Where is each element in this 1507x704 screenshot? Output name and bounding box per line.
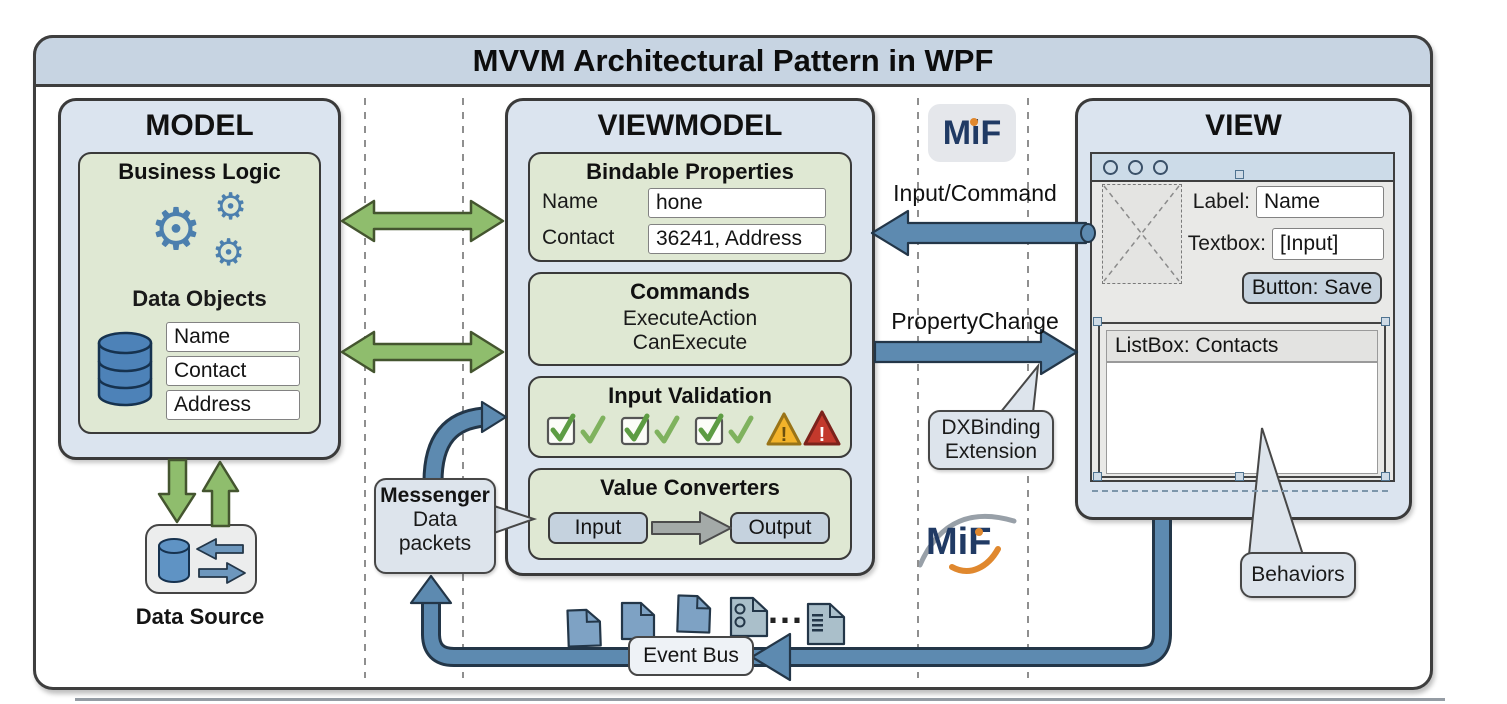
converter-input-button[interactable]: Input [548, 512, 648, 544]
document-with-circles-icon [729, 596, 769, 638]
data-source-label: Data Source [135, 604, 265, 629]
model-field-contact-text: Contact [174, 359, 247, 382]
gear-icon-small-top: ⚙ [214, 185, 248, 228]
selection-handle[interactable] [1235, 170, 1244, 179]
commands-title: Commands [630, 279, 750, 304]
save-button-label: Button: Save [1251, 276, 1373, 299]
document-icon [620, 601, 656, 641]
bindable-row1-value: hone [656, 191, 703, 214]
svg-text:!: ! [819, 424, 826, 446]
placeholder-x-icon [1103, 185, 1180, 282]
bindable-properties-title: Bindable Properties [586, 159, 794, 184]
document-icon [676, 594, 712, 634]
checkbox-check-icon [620, 413, 680, 446]
gear-icon-large: ⚙ [150, 195, 202, 263]
bindable-row2-value: 36241, Address [656, 227, 802, 250]
model-title: MODEL [145, 109, 254, 142]
view-textbox-value: [Input] [1280, 232, 1339, 255]
converter-input-label: Input [574, 516, 622, 539]
checkbox-check-icon [694, 413, 754, 446]
mif-logo-top: MiF [928, 104, 1016, 162]
data-objects-label: Data Objects [132, 286, 267, 311]
data-source-database-icon [158, 538, 190, 583]
model-field-address-text: Address [174, 393, 252, 416]
mif-logo-bottom: MiF [912, 503, 1024, 577]
view-title: VIEW [1205, 109, 1282, 142]
view-textbox-input[interactable]: [Input] [1272, 228, 1384, 260]
bindable-row1-label: Name [542, 190, 599, 213]
bindable-row2-label: Contact [542, 226, 615, 249]
messenger-title: Messenger [380, 484, 490, 507]
dxbinding-extension-callout: DXBinding Extension [928, 410, 1054, 470]
mif-logo-orange-dot [970, 118, 978, 126]
commands-line1: ExecuteAction [622, 307, 758, 330]
model-field-name-text: Name [174, 325, 231, 348]
document-icon [566, 608, 602, 648]
selection-handle[interactable] [1235, 472, 1244, 481]
listbox[interactable]: ListBox: Contacts [1098, 322, 1386, 478]
input-command-label: Input/Command [893, 180, 1057, 206]
listbox-header-text: ListBox: Contacts [1115, 334, 1279, 357]
mif-logo-top-text: MiF [942, 113, 1002, 152]
image-placeholder [1102, 184, 1182, 284]
behaviors-label: Behaviors [1251, 563, 1345, 586]
diagram-title: MVVM Architectural Pattern in WPF [472, 43, 994, 78]
diagram-header: MVVM Architectural Pattern in WPF [33, 35, 1433, 87]
selection-handle[interactable] [1093, 317, 1102, 326]
data-source-box [145, 524, 257, 594]
commands-box: Commands ExecuteAction CanExecute [528, 272, 852, 366]
window-circle-icon[interactable] [1103, 159, 1118, 175]
document-with-lines-icon [806, 602, 846, 646]
bottom-edge-shadow [75, 698, 1445, 701]
svg-text:!: ! [781, 424, 788, 446]
view-textbox-caption: Textbox: [1187, 232, 1266, 255]
mif-logo-bottom-text: MiF [926, 521, 992, 563]
gears-icon: ⚙ ⚙ ⚙ [150, 188, 270, 280]
selection-handle[interactable] [1381, 472, 1390, 481]
mif-logo-bottom-dot [975, 528, 983, 536]
error-triangle-icon: ! [803, 410, 841, 446]
database-icon [97, 331, 153, 407]
selection-dashed-line [1092, 490, 1388, 492]
window-circle-icon[interactable] [1153, 159, 1168, 175]
view-label-value: Name [1264, 190, 1321, 213]
viewmodel-title: VIEWMODEL [597, 109, 783, 142]
value-converters-title: Value Converters [600, 475, 780, 500]
event-bus-label: Event Bus [628, 636, 754, 676]
model-field-contact[interactable]: Contact [166, 356, 300, 386]
window-circle-icon[interactable] [1128, 159, 1143, 175]
model-field-name[interactable]: Name [166, 322, 300, 352]
commands-line2: CanExecute [632, 331, 748, 354]
gear-icon-small-bottom: ⚙ [212, 231, 246, 274]
input-validation-title: Input Validation [608, 383, 772, 408]
save-button[interactable]: Button: Save [1242, 272, 1382, 304]
messenger-line1: Data [412, 508, 458, 531]
validation-icons: ! ! [546, 410, 841, 446]
messenger-line2: packets [398, 532, 472, 555]
bindable-row2-input[interactable]: 36241, Address [648, 224, 826, 254]
dxbinding-line1: DXBinding [941, 416, 1041, 439]
listbox-body[interactable] [1106, 362, 1378, 474]
ellipsis: ... [768, 590, 805, 631]
behaviors-callout: Behaviors [1240, 552, 1356, 598]
property-change-label: PropertyChange [891, 308, 1059, 334]
event-bus-text: Event Bus [643, 644, 739, 667]
converter-output-button[interactable]: Output [730, 512, 830, 544]
checkbox-check-icon [546, 413, 606, 446]
messenger-callout: Messenger Data packets [374, 478, 496, 574]
converter-output-label: Output [748, 516, 812, 539]
view-label-input[interactable]: Name [1256, 186, 1384, 218]
bindable-row1-input[interactable]: hone [648, 188, 826, 218]
dxbinding-line2: Extension [944, 440, 1038, 463]
listbox-header[interactable]: ListBox: Contacts [1106, 330, 1378, 362]
model-field-address[interactable]: Address [166, 390, 300, 420]
selection-handle[interactable] [1093, 472, 1102, 481]
selection-handle[interactable] [1381, 317, 1390, 326]
business-logic-label: Business Logic [118, 159, 281, 184]
warning-triangle-icon: ! [766, 412, 802, 446]
view-label-caption: Label: [1192, 190, 1250, 213]
